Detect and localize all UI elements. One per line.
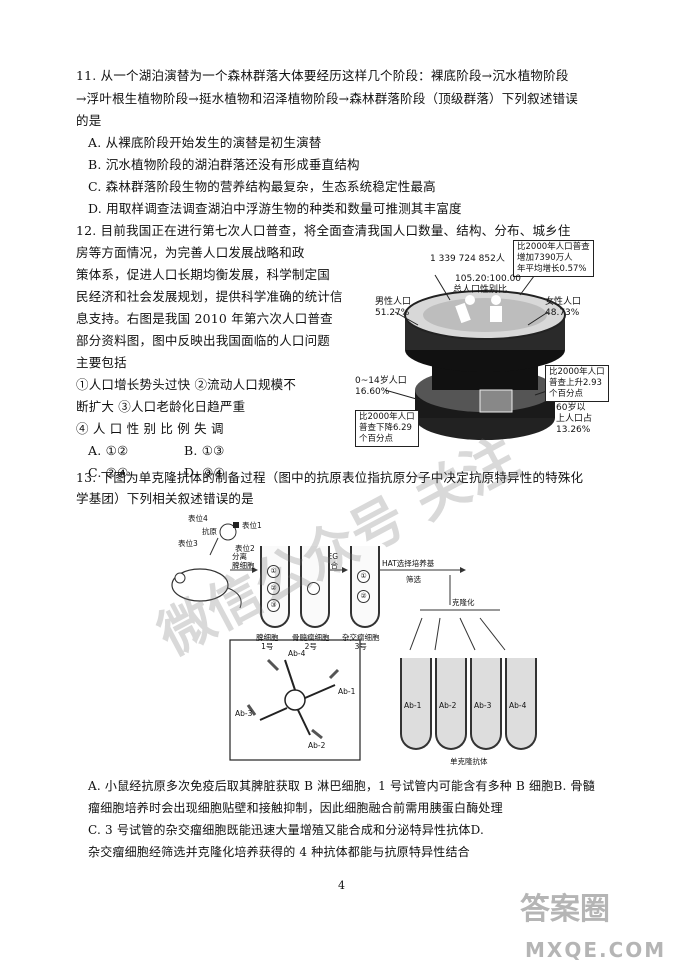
q12-line4: 民经济和社会发展规划，提供科学准确的统计信: [76, 289, 343, 304]
q13-option-c: C. 3 号试管的杂交瘤细胞既能迅速大量增殖又能合成和分泌特异性抗体D.: [88, 823, 485, 837]
epitope-4-label: 表位4: [188, 514, 208, 523]
hat-medium-label: HAT选择培养基: [382, 559, 435, 568]
q12-item-2: 断扩大 ③人口老龄化日趋严重: [76, 399, 246, 414]
epitope-2-label: 表位2: [235, 544, 255, 553]
census-youth-box: 比2000年人口 普查下降6.29 个百分点: [355, 410, 419, 447]
cell: ①: [267, 565, 280, 578]
ab-4-label: Ab-4: [509, 701, 527, 710]
tube-1-label: 脾细胞 1号: [256, 633, 279, 651]
monoclonal-figure: 表位4 表位1 抗原 表位3 表位2 分离 脾细胞 PEG 融合 HAT选择培养…: [160, 510, 540, 772]
monoclonal-antibody-label: 单克隆抗体: [450, 757, 488, 766]
q11-line2: →浮叶根生植物阶段→挺水植物和沼泽植物阶段→森林群落阶段（顶级群落）下列叙述错误: [76, 91, 578, 106]
q11-option-a: A. 从裸底阶段开始发生的演替是初生演替: [88, 135, 322, 150]
q12-option-c: C. ②④: [88, 465, 129, 480]
q12-line1: 12. 目前我国正在进行第七次人口普查，将全面查清我国人口数量、结构、分布、城乡…: [76, 223, 571, 238]
inset-ab-4-label: Ab-4: [288, 649, 306, 658]
monoclonal-graphic: [171, 522, 506, 761]
q13-option-a: A. 小鼠经抗原多次免疫后取其脾脏获取 B 淋巴细胞，1 号试管内可能含有多种 …: [88, 779, 595, 793]
cell: [307, 582, 320, 595]
ab-2-label: Ab-2: [439, 701, 457, 710]
antigen-label: 抗原: [202, 527, 217, 536]
cell: ②: [267, 582, 280, 595]
inset-ab-2-label: Ab-2: [308, 741, 326, 750]
census-figure: 1 339 724 852人 比2000年人口普查 增加7390万人 年平均增长…: [340, 240, 615, 455]
q12-option-a: A. ①②: [88, 443, 129, 458]
census-sex-ratio-label: 总人口性别比: [453, 285, 508, 295]
cell: ②: [357, 590, 370, 603]
cell: ③: [267, 599, 280, 612]
q12-line7: 主要包括: [76, 355, 127, 370]
q12-item-1: ①人口增长势头过快 ②流动人口规模不: [76, 377, 297, 392]
q13-option-d: 杂交瘤细胞经筛选并克隆化培养获得的 4 种抗体都能与抗原特异性结合: [88, 845, 470, 859]
census-cylinder-graphic: [384, 267, 566, 440]
inset-ab-3-label: Ab-3: [235, 709, 253, 718]
cloning-label: 克隆化: [452, 598, 475, 607]
q11-option-c: C. 森林群落阶段生物的营养结构最复杂，生态系统稳定性最高: [88, 179, 436, 194]
tube-2-label: 骨髓瘤细胞 2号: [292, 633, 330, 651]
q12-item-3: ④ 人 口 性 别 比 例 失 调: [76, 421, 224, 436]
q12-line5: 息支持。右图是我国 2010 年第六次人口普查: [76, 311, 333, 326]
census-elder: 60岁以 上人口占 13.26%: [556, 403, 593, 435]
clone-tube-4: [505, 658, 537, 750]
census-female: 女性人口 48.73%: [545, 297, 582, 318]
ab-3-label: Ab-3: [474, 701, 492, 710]
q12-option-d: D. ③④: [184, 465, 225, 480]
q12-line2: 房等方面情况，为完善人口发展战略和政: [76, 245, 305, 260]
peg-fusion-label: PEG 融合: [323, 552, 339, 570]
q11-line1: 11. 从一个湖泊演替为一个森林群落大体要经历这样几个阶段：裸底阶段→沉水植物阶…: [76, 68, 569, 83]
clone-tube-2: [435, 658, 467, 750]
q11-line3: 的是: [76, 113, 102, 128]
tube-3: [350, 546, 380, 628]
q13-line2: 学基团）下列相关叙述错误的是: [76, 491, 254, 506]
census-total: 1 339 724 852人: [430, 254, 505, 264]
brand-url: MXQE.COM: [525, 938, 667, 962]
page-number: 4: [338, 879, 345, 892]
q12-line6: 部分资料图，图中反映出我国面临的人口问题: [76, 333, 331, 348]
clone-tube-1: [400, 658, 432, 750]
inset-ab-1-label: Ab-1: [338, 687, 356, 696]
census-youth: 0~14岁人口 16.60%: [355, 376, 407, 397]
census-increase-box: 比2000年人口普查 增加7390万人 年平均增长0.57%: [513, 240, 594, 277]
q12-line3: 策体系，促进人口长期均衡发展，科学制定国: [76, 267, 331, 282]
tube-3-label: 杂交瘤细胞 3号: [342, 633, 380, 651]
census-elder-box: 比2000年人口 普查上升2.93 个百分点: [545, 365, 609, 402]
clone-tube-3: [470, 658, 502, 750]
q13-line1: 13. 下图为单克隆抗体的制备过程（图中的抗原表位指抗原分子中决定抗原特异性的特…: [76, 470, 584, 485]
ab-1-label: Ab-1: [404, 701, 422, 710]
separate-spleen-label: 分离 脾细胞: [232, 552, 255, 570]
epitope-1-label: 表位1: [242, 521, 262, 530]
census-male: 男性人口 51.27%: [375, 297, 412, 318]
q11-option-b: B. 沉水植物阶段的湖泊群落还没有形成垂直结构: [88, 157, 360, 172]
brand-logo: 答案圈: [520, 892, 610, 927]
census-sex-ratio: 105.20:100.00: [455, 274, 522, 284]
cell: ①: [357, 570, 370, 583]
q13-option-a-cont: 瘤细胞培养时会出现细胞贴壁和接触抑制，因此细胞融合前需用胰蛋白酶处理: [88, 801, 503, 815]
epitope-3-label: 表位3: [178, 539, 198, 548]
q11-option-d: D. 用取样调查法调查湖泊中浮游生物的种类和数量可推测其丰富度: [88, 201, 462, 216]
q12-option-b: B. ①③: [184, 443, 225, 458]
screen-label: 筛选: [406, 575, 421, 584]
